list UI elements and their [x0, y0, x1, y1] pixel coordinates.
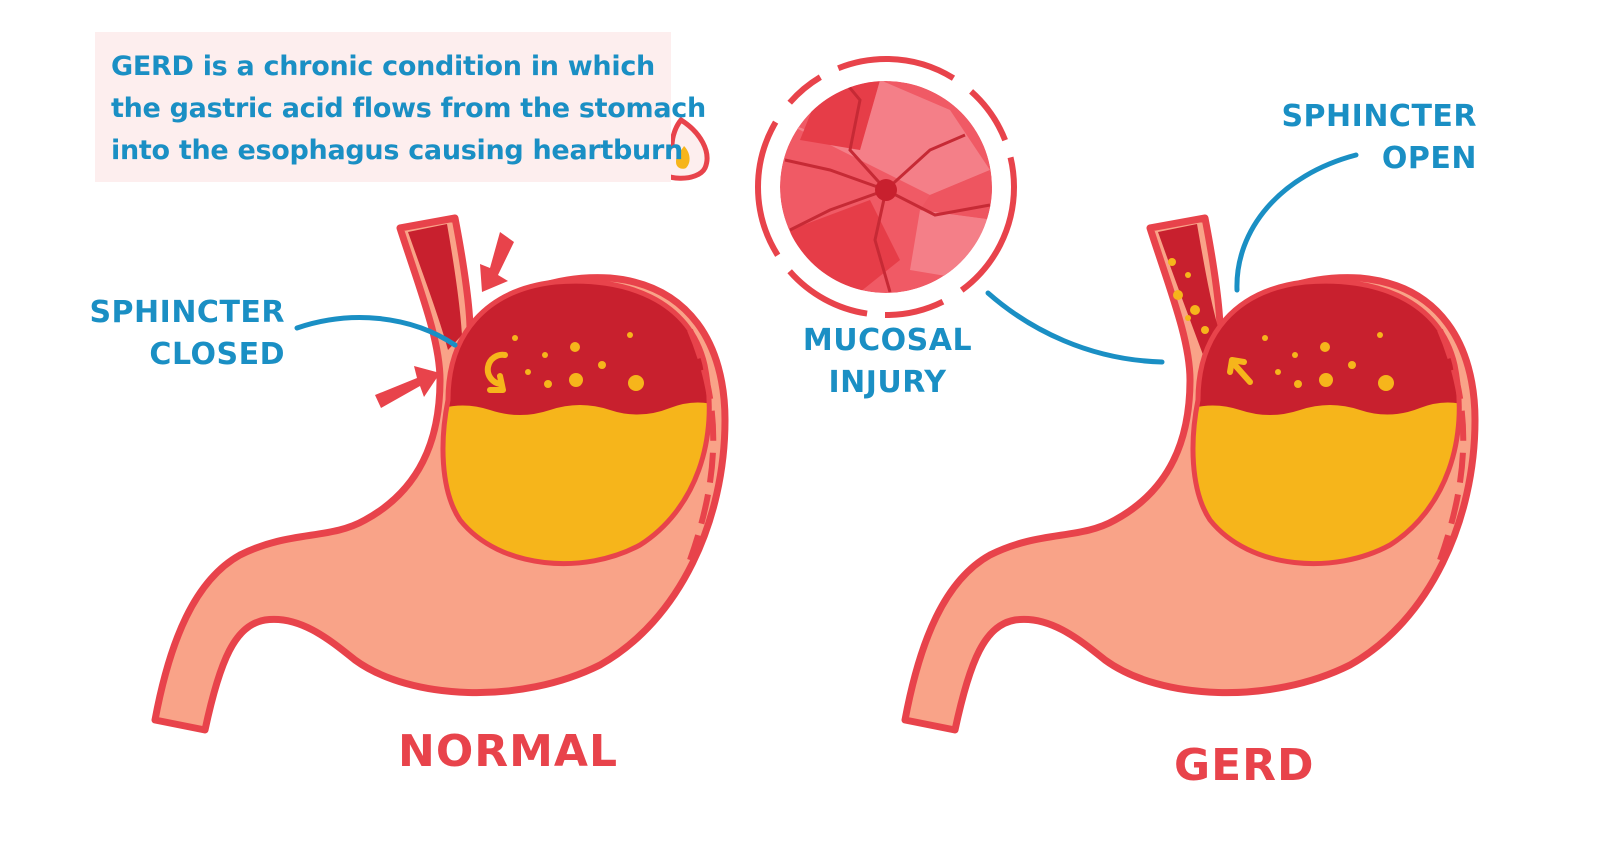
- label-sphincter-closed: SPHINCTER CLOSED: [80, 292, 285, 376]
- acid-zone: [1193, 281, 1460, 420]
- info-line-1: GERD is a chronic condition in which: [111, 51, 655, 82]
- esophagus-acid-bubbles: [1168, 258, 1217, 350]
- mucosal-injury-illustration: [755, 56, 1017, 318]
- esophagus: [408, 224, 462, 350]
- acid-bubbles: [1262, 332, 1394, 391]
- label-mucosal-injury: MUCOSAL INJURY: [790, 320, 985, 404]
- label-sphincter-closed-line-2: CLOSED: [149, 337, 285, 372]
- reflux-arrow-icon: [1227, 357, 1253, 385]
- gerd-stomach: [901, 214, 1479, 734]
- tissue-cracks: [784, 81, 991, 293]
- acid-bubbles: [512, 332, 644, 391]
- circular-arrow-icon: [484, 351, 508, 393]
- pressure-arrow-icon-bottom: [375, 366, 440, 408]
- callout-line-sphincter-closed: [294, 315, 458, 348]
- label-sphincter-open: SPHINCTER OPEN: [1270, 96, 1477, 180]
- label-mucosal-injury-line-1: MUCOSAL: [802, 323, 973, 358]
- info-line-3: into the esophagus causing heartburn: [111, 135, 683, 166]
- label-sphincter-open-line-2: OPEN: [1381, 141, 1477, 176]
- info-box: GERD is a chronic condition in which the…: [95, 32, 706, 182]
- pressure-arrow-icon-top: [480, 232, 514, 292]
- normal-stomach: [151, 214, 729, 734]
- esophagus: [1158, 224, 1222, 360]
- label-mucosal-injury-line-2: INJURY: [828, 365, 947, 400]
- label-sphincter-closed-line-1: SPHINCTER: [89, 295, 285, 330]
- info-line-2: the gastric acid flows from the stomach: [111, 93, 706, 124]
- acid-zone: [443, 281, 710, 420]
- callout-line-mucosal-injury: [985, 290, 1165, 365]
- title-normal: NORMAL: [398, 726, 618, 777]
- label-sphincter-open-line-1: SPHINCTER: [1281, 99, 1477, 134]
- lumen-opening: [875, 179, 897, 201]
- title-gerd: GERD: [1174, 740, 1315, 791]
- callout-line-sphincter-open: [1234, 152, 1359, 293]
